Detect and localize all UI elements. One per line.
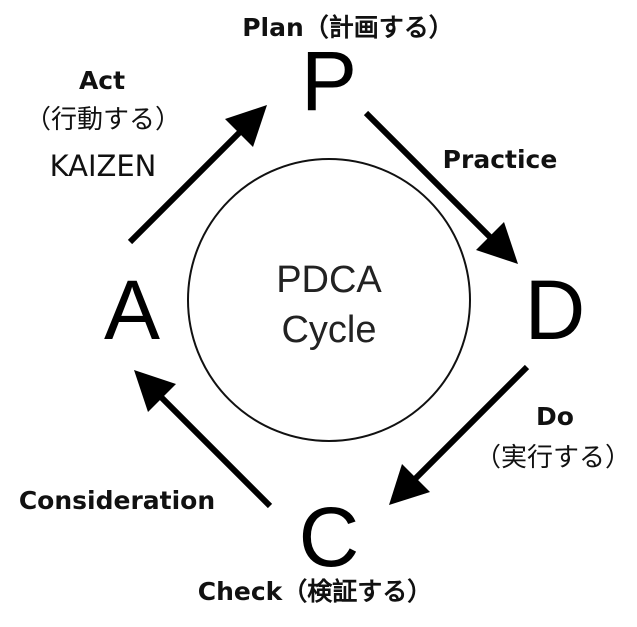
center-circle (187, 158, 471, 442)
label-act-jp: （行動する） (25, 105, 181, 135)
label-check: Check（検証する） (198, 577, 433, 606)
label-plan: Plan（計画する） (242, 13, 454, 42)
node-a: A (104, 263, 160, 357)
node-d: D (525, 263, 586, 357)
node-p: P (301, 34, 357, 128)
label-practice: Practice (443, 145, 558, 174)
center-text-line2: Cycle (281, 309, 376, 351)
arrow-c-to-a (134, 370, 273, 509)
label-consideration: Consideration (19, 486, 215, 515)
center-text-line1: PDCA (276, 259, 382, 301)
label-act: Act (79, 66, 125, 95)
arrow-a-to-p (127, 105, 267, 245)
arrow-d-to-c (389, 364, 530, 505)
label-do: Do (536, 402, 574, 431)
label-kaizen: KAIZEN (50, 149, 157, 183)
node-c: C (299, 490, 360, 584)
arrow-p-to-d (363, 110, 518, 264)
label-do-jp: （実行する） (475, 443, 631, 473)
